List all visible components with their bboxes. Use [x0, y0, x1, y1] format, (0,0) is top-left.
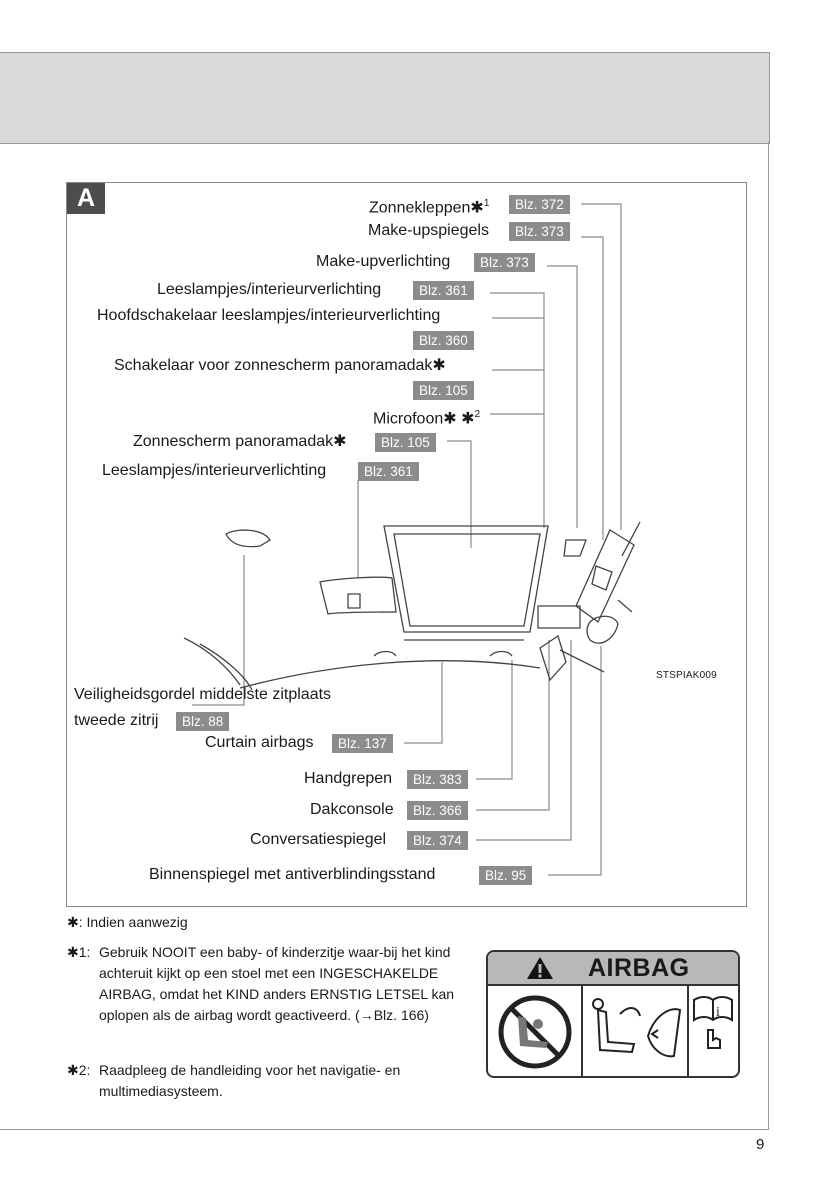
callout-leeslampjes-2: Leeslampjes/interieurverlichting	[102, 462, 327, 479]
page-right-rule	[768, 142, 769, 1130]
airbag-warning-label: AIRBAG i	[486, 950, 740, 1078]
image-code: STSPIAK009	[656, 670, 717, 681]
ref-binnenspiegel[interactable]: Blz. 95	[479, 866, 533, 885]
warning-triangle-icon	[527, 957, 553, 979]
warning-icons: i	[498, 986, 733, 1076]
callout-hoofdschakelaar: Hoofdschakelaar leeslampjes/interieurver…	[97, 307, 441, 324]
ref-make-upverlichting[interactable]: Blz. 373	[474, 253, 535, 272]
callout-dakconsole: Dakconsole	[310, 801, 394, 818]
callout-zonnescherm: Zonnescherm panoramadak✱	[133, 433, 347, 450]
ref-dakconsole[interactable]: Blz. 366	[407, 801, 468, 820]
warning-title: AIRBAG	[588, 954, 690, 982]
ref-zonnescherm[interactable]: Blz. 105	[375, 433, 436, 452]
warning-header: AIRBAG	[488, 952, 738, 986]
note-1: ✱1: Gebruik NOOIT een baby- of kinderzit…	[67, 942, 492, 1052]
callout-zonnekleppen: Zonnekleppen✱1	[369, 194, 489, 218]
ref-hoofdschakelaar[interactable]: Blz. 360	[413, 331, 474, 350]
footnote-number: 1	[483, 198, 490, 209]
callout-handgrepen: Handgrepen	[304, 770, 393, 787]
ref-conversatiespiegel[interactable]: Blz. 374	[407, 831, 468, 850]
callout-veiligheidsgordel-line1: Veiligheidsgordel middelste zitplaats	[74, 686, 332, 703]
callout-make-upspiegels: Make-upspiegels	[368, 222, 489, 239]
read-manual-icon: i	[693, 996, 733, 1049]
callout-curtain-airbags: Curtain airbags	[205, 734, 314, 751]
ref-leeslampjes-2[interactable]: Blz. 361	[358, 462, 419, 481]
footnote-number: 2	[474, 409, 481, 420]
figure-panel	[66, 182, 747, 907]
callout-leeslampjes-1: Leeslampjes/interieurverlichting	[157, 281, 382, 298]
ref-veiligheidsgordel[interactable]: Blz. 88	[176, 712, 230, 731]
airbag-deploy-icon	[592, 998, 682, 1058]
svg-text:i: i	[716, 1005, 720, 1020]
note-star-text: : Indien aanwezig	[78, 914, 188, 930]
ref-zonnekleppen[interactable]: Blz. 372	[509, 195, 570, 214]
footnote-marker-star: ✱	[470, 199, 484, 217]
note-2-text: Raadpleeg de handleiding voor het naviga…	[99, 1062, 401, 1099]
ref-make-upspiegels[interactable]: Blz. 373	[509, 222, 570, 241]
ref-handgrepen[interactable]: Blz. 383	[407, 770, 468, 789]
header-band	[0, 52, 770, 144]
callout-microfoon: Microfoon✱ ✱2	[373, 405, 480, 429]
page-bottom-rule	[0, 1129, 769, 1130]
callout-label: Microfoon✱	[373, 410, 457, 428]
note-2-symbol: ✱2:	[67, 1062, 91, 1078]
callout-conversatiespiegel: Conversatiespiegel	[250, 831, 387, 848]
ref-curtain-airbags[interactable]: Blz. 137	[332, 734, 393, 753]
callout-veiligheidsgordel-line2: tweede zitrij	[74, 712, 159, 729]
note-star-symbol: ✱	[67, 914, 79, 930]
callout-make-upverlichting: Make-upverlichting	[316, 253, 451, 270]
panel-label: A	[67, 183, 105, 214]
ref-leeslampjes-1[interactable]: Blz. 361	[413, 281, 474, 300]
ref-schakelaar-zonnescherm[interactable]: Blz. 105	[413, 381, 474, 400]
page-number: 9	[756, 1136, 765, 1153]
note-optional: ✱: Indien aanwezig	[67, 912, 467, 934]
footnote-marker-star: ✱	[461, 410, 475, 428]
no-rear-facing-seat-icon	[498, 995, 572, 1069]
callout-label: Zonnekleppen	[369, 199, 471, 217]
note-1-symbol: ✱1:	[67, 944, 91, 960]
callout-binnenspiegel: Binnenspiegel met antiverblindingsstand	[149, 866, 436, 883]
note-2: ✱2: Raadpleeg de handleiding voor het na…	[67, 1060, 492, 1104]
note-1-text: Gebruik NOOIT een baby- of kinderzitje w…	[99, 944, 455, 1023]
callout-schakelaar-zonnescherm: Schakelaar voor zonnescherm panoramadak✱	[114, 357, 446, 374]
